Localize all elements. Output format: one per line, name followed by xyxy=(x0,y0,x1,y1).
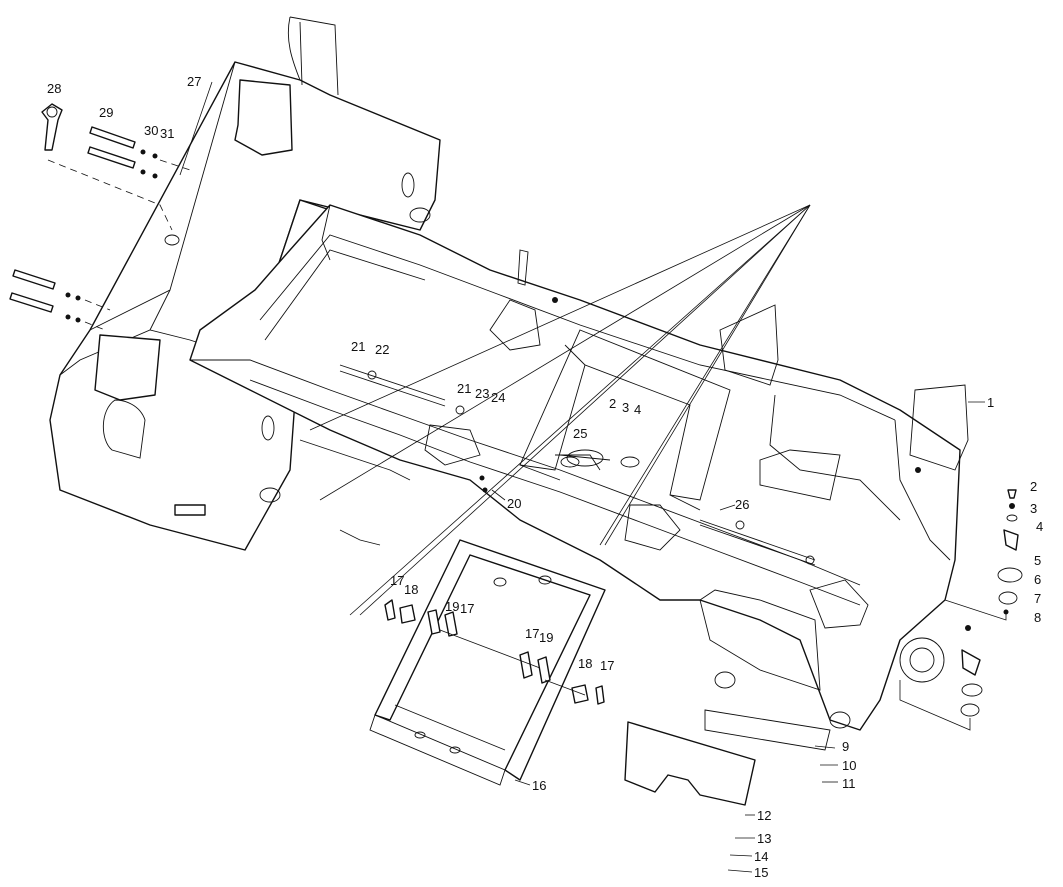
label-6: 6 xyxy=(1034,572,1041,587)
right-pin-set xyxy=(899,489,1023,731)
label-4: 4 xyxy=(1036,519,1043,534)
label-5: 5 xyxy=(1034,553,1041,568)
label-17: 17 xyxy=(390,573,404,588)
label-13: 13 xyxy=(757,831,771,846)
label-14: 14 xyxy=(754,849,768,864)
bolts-and-washers xyxy=(9,126,191,331)
bushings-and-springs xyxy=(384,599,605,705)
label-16: 16 xyxy=(532,778,546,793)
label-9: 9 xyxy=(842,739,849,754)
lifting-eye xyxy=(41,103,180,246)
part-labels: 1 2 2 3 3 4 4 5 6 7 8 9 10 11 12 13 14 1… xyxy=(47,74,1043,880)
label-29: 29 xyxy=(99,105,113,120)
label-17: 17 xyxy=(600,658,614,673)
label-23: 23 xyxy=(475,386,489,401)
label-24: 24 xyxy=(491,390,505,405)
label-31: 31 xyxy=(160,126,174,141)
main-frame xyxy=(189,204,969,731)
label-12: 12 xyxy=(757,808,771,823)
label-15: 15 xyxy=(754,865,768,880)
label-20: 20 xyxy=(507,496,521,511)
label-26: 26 xyxy=(735,497,749,512)
hydraulic-lines xyxy=(339,364,816,566)
label-27: 27 xyxy=(187,74,201,89)
label-3: 3 xyxy=(622,400,629,415)
label-3: 3 xyxy=(1030,501,1037,516)
label-19: 19 xyxy=(539,630,553,645)
label-10: 10 xyxy=(842,758,856,773)
label-30: 30 xyxy=(144,123,158,138)
center-cross-members xyxy=(519,329,731,511)
label-7: 7 xyxy=(1034,591,1041,606)
swing-frame xyxy=(369,539,606,786)
label-21: 21 xyxy=(351,339,365,354)
label-19: 19 xyxy=(445,599,459,614)
cover-plate xyxy=(624,671,851,806)
label-18: 18 xyxy=(404,582,418,597)
label-22: 22 xyxy=(375,342,389,357)
label-11: 11 xyxy=(842,776,856,791)
label-2: 2 xyxy=(609,396,616,411)
label-2: 2 xyxy=(1030,479,1037,494)
label-1: 1 xyxy=(987,395,994,410)
label-8: 8 xyxy=(1034,610,1041,625)
label-21: 21 xyxy=(457,381,471,396)
label-leaders xyxy=(179,81,985,873)
label-18: 18 xyxy=(578,656,592,671)
label-28: 28 xyxy=(47,81,61,96)
label-4: 4 xyxy=(634,402,641,417)
label-17: 17 xyxy=(460,601,474,616)
label-25: 25 xyxy=(573,426,587,441)
label-17: 17 xyxy=(525,626,539,641)
ghost-outline-lines xyxy=(299,204,811,616)
